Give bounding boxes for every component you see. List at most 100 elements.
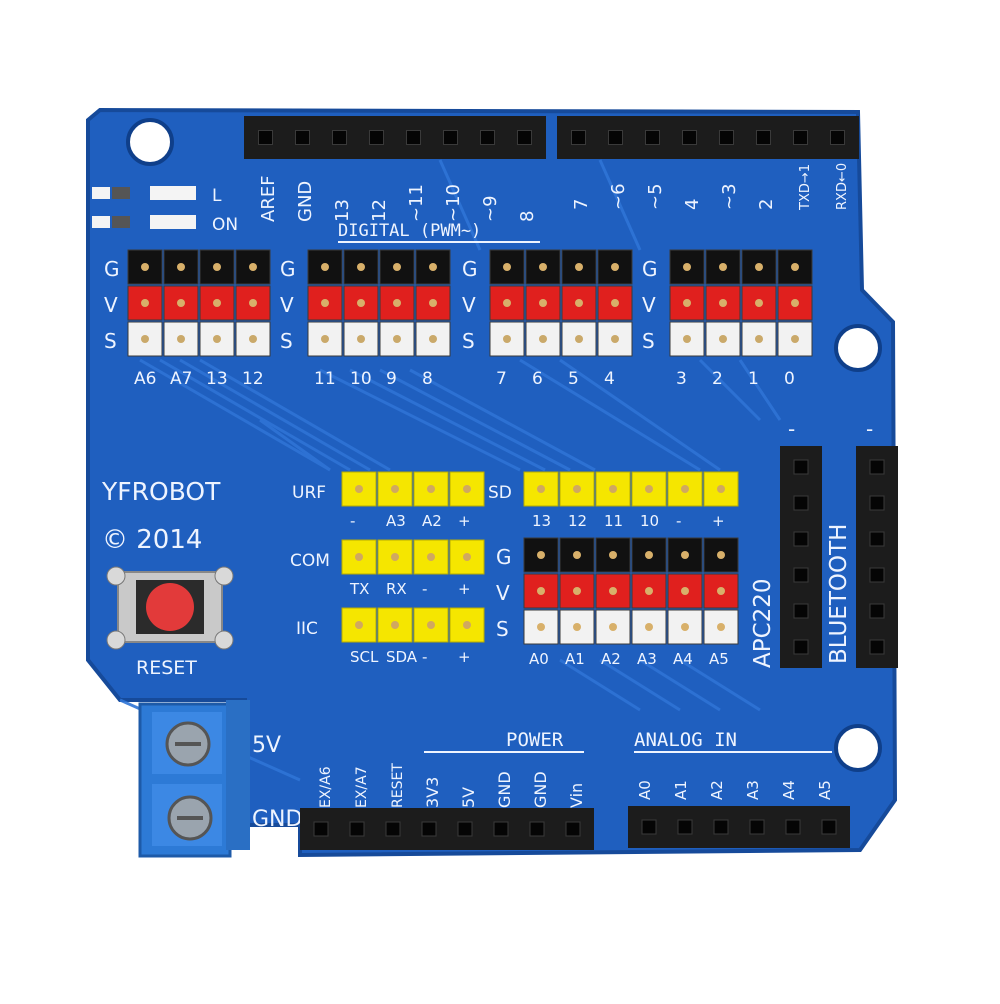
power-label: POWER bbox=[506, 729, 564, 751]
pin-label: 4 bbox=[682, 199, 703, 210]
header-socket[interactable] bbox=[258, 130, 273, 145]
header-pin[interactable] bbox=[525, 249, 561, 285]
gvs-row-label: S bbox=[496, 617, 509, 641]
pin-label: 10 bbox=[350, 369, 372, 389]
digital-label: DIGITAL (PWM~) bbox=[338, 221, 481, 241]
header-socket[interactable] bbox=[682, 130, 697, 145]
bluetooth-header[interactable] bbox=[856, 446, 898, 668]
pin-label: + bbox=[712, 512, 725, 530]
header-socket[interactable] bbox=[332, 130, 347, 145]
header-socket[interactable] bbox=[295, 130, 310, 145]
pin-label: - bbox=[422, 648, 427, 666]
pin-label: 12 bbox=[242, 369, 264, 389]
header-socket[interactable] bbox=[421, 821, 437, 837]
header-socket[interactable] bbox=[645, 130, 660, 145]
header-pin[interactable] bbox=[341, 607, 377, 643]
header-socket[interactable] bbox=[793, 531, 809, 547]
pin-label: ~10 bbox=[443, 184, 464, 222]
header-socket[interactable] bbox=[385, 821, 401, 837]
header-socket[interactable] bbox=[677, 819, 693, 835]
gvs-row-label: S bbox=[462, 329, 475, 353]
analog-header[interactable] bbox=[628, 806, 850, 848]
pin-label: + bbox=[458, 580, 471, 598]
pin-label: 8 bbox=[422, 369, 433, 389]
header-socket[interactable] bbox=[457, 821, 473, 837]
header-pin[interactable] bbox=[667, 609, 703, 645]
gvs-row-label: V bbox=[462, 293, 476, 317]
pin-label: GND bbox=[531, 771, 550, 808]
header-pin[interactable] bbox=[561, 321, 597, 357]
pin-label: 4 bbox=[604, 369, 615, 389]
header-socket[interactable] bbox=[565, 821, 581, 837]
led-label-l: L bbox=[212, 186, 222, 206]
gvs-row-label: V bbox=[104, 293, 118, 317]
digital-header-left[interactable] bbox=[244, 116, 546, 159]
power-header[interactable] bbox=[300, 808, 594, 850]
header-socket[interactable] bbox=[641, 819, 657, 835]
header-pin[interactable] bbox=[777, 285, 813, 321]
header-socket[interactable] bbox=[313, 821, 329, 837]
header-socket[interactable] bbox=[713, 819, 729, 835]
pin-label: 11 bbox=[604, 512, 623, 530]
pin-label: + bbox=[458, 512, 471, 530]
header-socket[interactable] bbox=[793, 495, 809, 511]
header-pin[interactable] bbox=[741, 249, 777, 285]
header-socket[interactable] bbox=[793, 567, 809, 583]
digital-header-right[interactable] bbox=[557, 116, 859, 159]
header-socket[interactable] bbox=[406, 130, 421, 145]
header-socket[interactable] bbox=[869, 531, 885, 547]
header-socket[interactable] bbox=[608, 130, 623, 145]
header-socket[interactable] bbox=[749, 819, 765, 835]
gvs-row-label: G bbox=[280, 257, 296, 281]
header-socket[interactable] bbox=[793, 130, 808, 145]
gvs-row-label: S bbox=[280, 329, 293, 353]
terminal-label-gnd: GND bbox=[252, 807, 302, 832]
header-socket[interactable] bbox=[869, 567, 885, 583]
header-socket[interactable] bbox=[517, 130, 532, 145]
header-socket[interactable] bbox=[349, 821, 365, 837]
reset-button-cap[interactable] bbox=[146, 583, 194, 631]
apc220-header[interactable] bbox=[780, 446, 822, 668]
header-socket[interactable] bbox=[869, 495, 885, 511]
header-socket[interactable] bbox=[571, 130, 586, 145]
pin-label: ~3 bbox=[719, 183, 740, 210]
header-socket[interactable] bbox=[793, 603, 809, 619]
header-socket[interactable] bbox=[443, 130, 458, 145]
header-pin[interactable] bbox=[741, 285, 777, 321]
header-socket[interactable] bbox=[480, 130, 495, 145]
power-terminal-block bbox=[138, 700, 250, 858]
com-label: COM bbox=[290, 551, 330, 571]
header-socket[interactable] bbox=[756, 130, 771, 145]
pin-label: EX/A6 bbox=[318, 766, 334, 808]
svg-text:-: - bbox=[788, 417, 795, 441]
header-socket[interactable] bbox=[793, 639, 809, 655]
header-pin[interactable] bbox=[703, 471, 739, 507]
pin-label: ~5 bbox=[645, 183, 666, 210]
header-socket[interactable] bbox=[869, 603, 885, 619]
header-socket[interactable] bbox=[785, 819, 801, 835]
header-socket[interactable] bbox=[529, 821, 545, 837]
header-socket[interactable] bbox=[869, 459, 885, 475]
header-socket[interactable] bbox=[830, 130, 845, 145]
header-socket[interactable] bbox=[493, 821, 509, 837]
reset-label: RESET bbox=[136, 657, 197, 679]
pin-label: A4 bbox=[780, 780, 798, 800]
header-socket[interactable] bbox=[821, 819, 837, 835]
gvs-row-label: G bbox=[462, 257, 478, 281]
header-socket[interactable] bbox=[793, 459, 809, 475]
header-socket[interactable] bbox=[369, 130, 384, 145]
header-socket[interactable] bbox=[869, 639, 885, 655]
gvs-row-label: V bbox=[496, 581, 510, 605]
reset-button[interactable] bbox=[106, 566, 234, 650]
apc220-label: APC220 bbox=[750, 578, 776, 668]
header-socket[interactable] bbox=[719, 130, 734, 145]
pin-label: RX bbox=[386, 580, 407, 598]
pin-label: A0 bbox=[529, 650, 549, 668]
pin-label: ~11 bbox=[406, 184, 427, 222]
